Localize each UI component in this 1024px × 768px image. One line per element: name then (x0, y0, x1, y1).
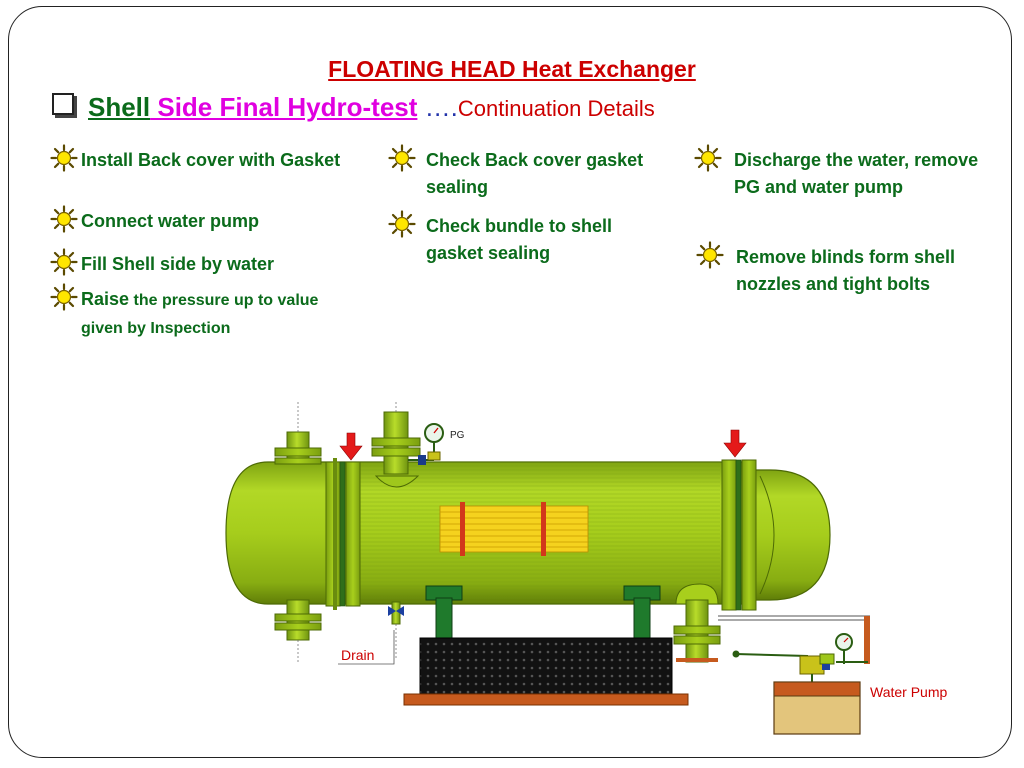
bullet-rest: the pressure up to value given by Inspec… (81, 292, 319, 337)
subtitle-continuation: Continuation Details (457, 96, 655, 121)
bullet-text: Install Back cover with Gasket (81, 150, 341, 170)
tube-bundle (439, 502, 589, 556)
sun-bullet-icon (50, 205, 78, 233)
bullet-check-back-cover: Check Back cover gasket sealing (388, 144, 668, 201)
bullet-text: Check bundle to shell gasket sealing (426, 216, 613, 263)
support-left (425, 585, 463, 641)
sun-bullet-icon (50, 283, 78, 311)
nozzle-top-shell (371, 402, 421, 488)
sun-bullet-icon (388, 144, 416, 172)
nozzle-bottom-left (274, 599, 322, 662)
red-arrow-right (723, 429, 747, 458)
bullet-remove-blinds: Remove blinds form shell nozzles and tig… (696, 241, 986, 298)
water-tank (773, 681, 861, 735)
subtitle-hydrotest: Side Final Hydro-test (150, 92, 418, 122)
nozzle-bottom-right (673, 583, 721, 663)
bullet-text: Connect water pump (81, 211, 260, 231)
subtitle-dots: …. (417, 92, 458, 122)
floating-head-flange (721, 459, 757, 611)
sun-bullet-icon (696, 241, 724, 269)
pressure-gauge-icon (408, 423, 444, 465)
pump-gauge-icon (835, 633, 853, 664)
sun-bullet-icon (388, 210, 416, 238)
water-supply-line (718, 615, 870, 664)
sun-bullet-icon (694, 144, 722, 172)
support-right (623, 585, 661, 641)
bullet-connect-pump: Connect water pump (50, 205, 350, 235)
bullet-discharge-water: Discharge the water, remove PG and water… (694, 144, 984, 201)
bullet-text: Remove blinds form shell nozzles and tig… (736, 247, 956, 294)
subtitle-shell: Shell (88, 92, 151, 122)
drain-valve-icon (388, 601, 404, 660)
slide-frame (8, 6, 1012, 758)
water-pump-label: Water Pump (870, 684, 948, 700)
nozzle-top-left (274, 402, 322, 465)
red-arrow-left (339, 432, 363, 461)
checkbox-bullet-icon (52, 93, 74, 115)
foundation (403, 637, 689, 706)
bullet-lead: Raise (81, 289, 130, 309)
bullet-raise-pressure: Raise the pressure up to value given by … (50, 283, 350, 342)
slide-title: FLOATING HEAD Heat Exchanger (328, 56, 696, 82)
bullet-text: Fill Shell side by water (81, 254, 275, 274)
sun-bullet-icon (50, 144, 78, 172)
bullet-text: Raise the pressure up to value given by … (81, 286, 350, 342)
sun-bullet-icon (50, 248, 78, 276)
pg-label: PG (450, 430, 465, 441)
floating-head-cover (749, 469, 831, 601)
drain-label: Drain (341, 647, 375, 663)
drain-leader-line (338, 630, 395, 665)
bullet-text: Check Back cover gasket sealing (426, 150, 644, 197)
bullet-fill-shell: Fill Shell side by water (50, 248, 350, 278)
bullet-text: Discharge the water, remove PG and water… (734, 150, 979, 197)
slide-subtitle: Shell Side Final Hydro-test ….Continuati… (52, 92, 655, 123)
bullet-check-bundle: Check bundle to shell gasket sealing (388, 210, 673, 267)
water-pump-unit (732, 650, 835, 716)
bullet-install-back-cover: Install Back cover with Gasket (50, 144, 350, 174)
channel-flange-left (325, 458, 361, 610)
